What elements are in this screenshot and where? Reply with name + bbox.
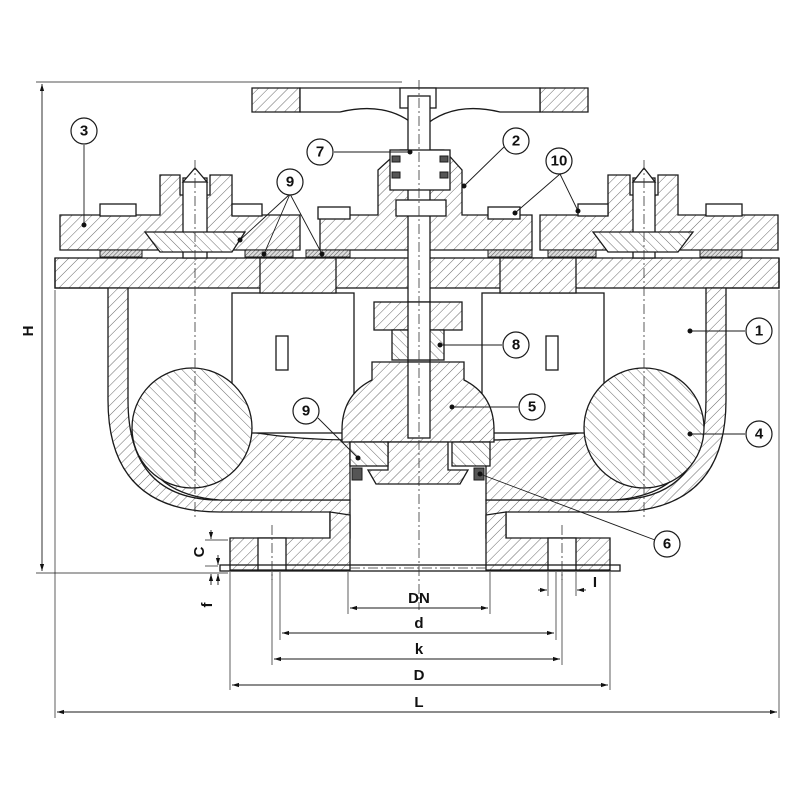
float-balls xyxy=(131,367,705,489)
dim-label-dn: DN xyxy=(408,590,430,607)
callout-bubble-9-top: 9 xyxy=(276,168,304,196)
svg-text:2: 2 xyxy=(512,133,520,150)
svg-text:1: 1 xyxy=(755,323,763,340)
callout-bubble-6: 6 xyxy=(653,530,681,558)
svg-text:3: 3 xyxy=(80,123,88,140)
dim-label-i: I xyxy=(593,574,597,591)
dim-label-h: H xyxy=(20,326,37,337)
svg-text:9: 9 xyxy=(286,174,294,191)
dimension-lines xyxy=(36,81,780,718)
dim-label-l: L xyxy=(414,694,423,711)
dim-label-d-large: D xyxy=(414,667,425,684)
svg-text:4: 4 xyxy=(755,426,764,443)
svg-text:8: 8 xyxy=(512,337,520,354)
callout-bubble-10: 10 xyxy=(545,147,573,175)
dim-label-k: k xyxy=(415,641,424,658)
callout-bubble-8: 8 xyxy=(502,331,530,359)
callout-bubble-1: 1 xyxy=(745,317,773,345)
dim-label-c: C xyxy=(191,546,208,557)
svg-text:10: 10 xyxy=(551,153,568,170)
svg-text:9: 9 xyxy=(302,403,310,420)
disc xyxy=(341,361,495,485)
callout-bubble-2: 2 xyxy=(502,127,530,155)
callout-bubble-3: 3 xyxy=(70,117,98,145)
dim-label-d-small: d xyxy=(414,615,423,632)
stem-nut xyxy=(373,301,463,361)
svg-text:6: 6 xyxy=(663,536,671,553)
gaskets xyxy=(99,249,743,258)
callout-bubble-9-lower: 9 xyxy=(292,397,320,425)
center-lines xyxy=(194,80,645,610)
callout-leaders xyxy=(81,145,745,541)
svg-text:7: 7 xyxy=(316,144,324,161)
callout-bubble-5: 5 xyxy=(518,393,546,421)
callout-bubble-4: 4 xyxy=(745,420,773,448)
dim-label-f: f xyxy=(199,602,216,608)
dimension-labels: DN d k D L H C f I xyxy=(20,326,597,711)
callout-bubble-7: 7 xyxy=(306,138,334,166)
svg-text:5: 5 xyxy=(528,399,536,416)
